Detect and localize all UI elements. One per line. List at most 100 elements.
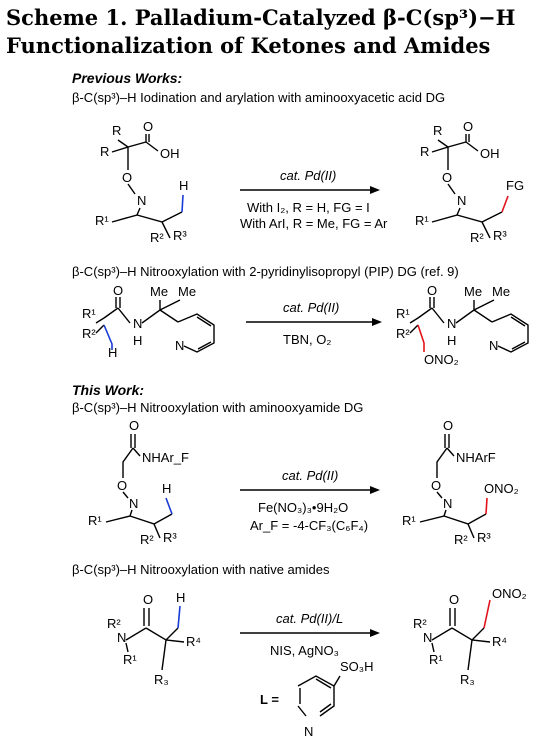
atom-label: R¹ bbox=[415, 213, 429, 228]
reaction-4-starting-material: R² N R¹ O H R⁴ R₃ bbox=[107, 590, 201, 687]
atom-label: FG bbox=[506, 178, 524, 193]
atom-label: N bbox=[175, 338, 184, 353]
atom-label: O bbox=[431, 478, 441, 493]
atom-label: O bbox=[463, 119, 473, 134]
atom-label: R₃ bbox=[460, 672, 475, 687]
atom-label: H bbox=[162, 481, 171, 496]
atom-label: R² bbox=[454, 532, 468, 547]
atom-label: R¹ bbox=[396, 306, 410, 321]
atom-label: R² bbox=[82, 326, 96, 341]
atom-label: R bbox=[100, 144, 109, 159]
section-previous-works: Previous Works: bbox=[72, 70, 183, 86]
reaction-1-condition-top: cat. Pd(II) bbox=[280, 168, 336, 183]
atom-label: O bbox=[113, 283, 123, 298]
atom-label: N bbox=[443, 496, 452, 511]
atom-label: R₃ bbox=[154, 672, 169, 687]
reaction-1-product: R R O OH O N FG R¹ R² R³ bbox=[415, 119, 524, 245]
reaction-3-starting-material: O NHAr_F O N H R¹ R² R³ bbox=[88, 418, 189, 547]
atom-label: N bbox=[423, 630, 432, 645]
atom-label: OH bbox=[480, 146, 500, 161]
atom-label: N bbox=[489, 338, 498, 353]
atom-label: R bbox=[433, 123, 442, 138]
reaction-1-starting-material: R R O OH O N H R¹ R² R³ bbox=[95, 119, 188, 245]
atom-label: R bbox=[420, 144, 429, 159]
reaction-3-condition-2: Ar_F = -4-CF₃(C₆F₄) bbox=[250, 518, 368, 533]
reaction-1-condition-2: With ArI, R = Me, FG = Ar bbox=[240, 216, 388, 231]
reaction-3-condition-top: cat. Pd(II) bbox=[282, 468, 338, 483]
reaction-4-condition-1: NIS, AgNO₃ bbox=[270, 643, 339, 658]
ligand-label: L = bbox=[260, 692, 279, 707]
atom-label: O bbox=[427, 283, 437, 298]
atom-label: H bbox=[447, 333, 456, 348]
atom-label: O bbox=[143, 119, 153, 134]
atom-label: N bbox=[137, 193, 146, 208]
reaction-4-heading: β-C(sp³)–H Nitrooxylation with native am… bbox=[72, 562, 330, 577]
scheme-title: Scheme 1. Palladium-Catalyzed β-C(sp³)−H… bbox=[6, 4, 551, 60]
atom-label: R¹ bbox=[123, 652, 137, 667]
atom-label: R² bbox=[150, 230, 164, 245]
reaction-2-heading: β-C(sp³)–H Nitrooxylation with 2-pyridin… bbox=[72, 264, 459, 279]
atom-label: R¹ bbox=[95, 213, 109, 228]
atom-label: R³ bbox=[173, 228, 187, 243]
reaction-1-condition-1: With I₂, R = H, FG = I bbox=[247, 200, 370, 215]
atom-label: N bbox=[129, 496, 138, 511]
atom-label: Me bbox=[150, 284, 168, 299]
atom-label: O bbox=[442, 170, 452, 185]
reaction-4-product: R² N R¹ O ONO₂ R⁴ R₃ bbox=[413, 586, 527, 687]
atom-label: O bbox=[129, 418, 139, 433]
atom-label: R¹ bbox=[402, 513, 416, 528]
atom-label: N bbox=[457, 193, 466, 208]
atom-label: N bbox=[447, 316, 456, 331]
reaction-1-heading: β-C(sp³)–H Iodination and arylation with… bbox=[72, 90, 446, 105]
atom-label: N bbox=[133, 316, 142, 331]
atom-label: H bbox=[108, 345, 117, 360]
atom-label: R² bbox=[107, 616, 121, 631]
reaction-2-condition-1: TBN, O₂ bbox=[283, 332, 331, 347]
atom-label: O bbox=[449, 592, 459, 607]
reaction-3-heading: β-C(sp³)–H Nitrooxylation with aminooxya… bbox=[72, 400, 364, 415]
atom-label: H bbox=[179, 178, 188, 193]
section-this-work: This Work: bbox=[72, 382, 145, 398]
atom-label: ONO₂ bbox=[424, 352, 459, 367]
atom-label: R³ bbox=[163, 530, 177, 545]
atom-label: R² bbox=[413, 616, 427, 631]
reaction-2-condition-top: cat. Pd(II) bbox=[283, 300, 339, 315]
atom-label: R³ bbox=[493, 228, 507, 243]
atom-label: O bbox=[122, 170, 132, 185]
atom-label: N bbox=[304, 724, 313, 738]
atom-label: R² bbox=[140, 532, 154, 547]
atom-label: Me bbox=[464, 284, 482, 299]
reaction-2-product: R¹ R² O N H Me Me ONO₂ N bbox=[396, 283, 529, 367]
atom-label: N bbox=[117, 630, 126, 645]
atom-label: R² bbox=[470, 230, 484, 245]
atom-label: NHArF bbox=[456, 450, 496, 465]
atom-label: O bbox=[117, 478, 127, 493]
ligand-group: SO₃H bbox=[340, 659, 373, 674]
reaction-2-starting-material: R¹ R² O N H Me Me H N bbox=[82, 283, 215, 360]
atom-label: H bbox=[176, 590, 185, 605]
atom-label: R⁴ bbox=[186, 634, 201, 649]
atom-label: Me bbox=[492, 284, 510, 299]
atom-label: ONO₂ bbox=[484, 481, 519, 496]
atom-label: O bbox=[143, 592, 153, 607]
atom-label: R⁴ bbox=[492, 634, 507, 649]
scheme-title-line-1: Scheme 1. Palladium-Catalyzed β-C(sp³)−H bbox=[6, 5, 516, 30]
atom-label: R² bbox=[396, 326, 410, 341]
scheme-title-line-2: Functionalization of Ketones and Amides bbox=[6, 33, 491, 58]
atom-label: ONO₂ bbox=[492, 586, 527, 601]
ligand-structure: L = SO₃H N bbox=[260, 659, 373, 738]
atom-label: R¹ bbox=[88, 513, 102, 528]
atom-label: NHAr_F bbox=[142, 450, 189, 465]
reaction-3-product: O NHArF O N ONO₂ R¹ R² R³ bbox=[402, 418, 519, 547]
atom-label: R³ bbox=[477, 530, 491, 545]
atom-label: R¹ bbox=[429, 652, 443, 667]
atom-label: R¹ bbox=[82, 306, 96, 321]
reaction-3-condition-1: Fe(NO₃)₃•9H₂O bbox=[258, 500, 348, 515]
atom-label: Me bbox=[178, 284, 196, 299]
atom-label: O bbox=[443, 418, 453, 433]
atom-label: OH bbox=[160, 146, 180, 161]
atom-label: R bbox=[112, 123, 121, 138]
atom-label: H bbox=[133, 333, 142, 348]
reaction-4-condition-top: cat. Pd(II)/L bbox=[276, 611, 343, 626]
